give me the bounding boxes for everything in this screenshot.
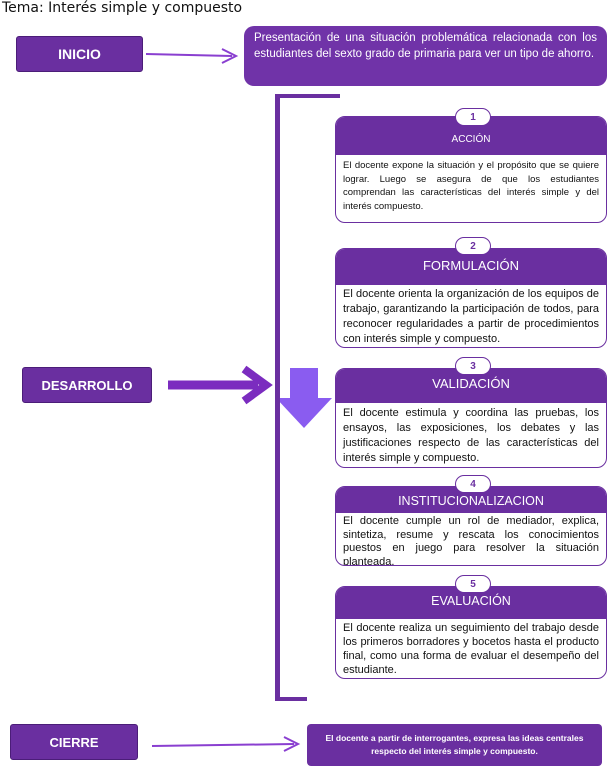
page-title: Tema: Interés simple y compuesto xyxy=(2,0,243,16)
stage-text: El docente orienta la organización de lo… xyxy=(343,288,599,345)
stage-text: El docente expone la situación y el prop… xyxy=(343,160,599,212)
stage-card-evaluacion: EVALUACIÓN El docente realiza un seguimi… xyxy=(335,586,607,679)
inicio-arrow xyxy=(145,48,239,64)
bracket-top xyxy=(275,94,340,98)
stage-card-institucionalizacion: INSTITUCIONALIZACION El docente cumple u… xyxy=(335,486,607,566)
stage-text: El docente estimula y coordina las prueb… xyxy=(343,407,599,464)
stage-text: El docente realiza un seguimiento del tr… xyxy=(343,622,599,676)
stage-number-badge: 3 xyxy=(455,357,491,375)
bracket-bottom xyxy=(275,697,307,701)
bracket-line xyxy=(275,94,280,701)
stage-number-badge: 2 xyxy=(455,237,491,255)
cierre-description: El docente a partir de interrogantes, ex… xyxy=(307,724,602,766)
stage-number-badge: 4 xyxy=(455,475,491,493)
stage-card-formulacion: FORMULACIÓN El docente orienta la organi… xyxy=(335,248,607,348)
desarrollo-label: DESARROLLO xyxy=(22,367,152,403)
down-arrow-icon xyxy=(276,368,332,428)
desarrollo-arrow xyxy=(168,365,273,405)
stage-number-badge: 5 xyxy=(455,575,491,593)
stage-card-accion: ACCIÓN El docente expone la situación y … xyxy=(335,116,607,223)
stage-title: FORMULACIÓN xyxy=(336,249,606,285)
stage-card-validacion: VALIDACIÓN El docente estimula y coordin… xyxy=(335,368,607,468)
stage-number-badge: 1 xyxy=(455,108,491,126)
inicio-description: Presentación de una situación problemáti… xyxy=(244,26,607,86)
cierre-arrow xyxy=(151,736,301,752)
cierre-label: CIERRE xyxy=(10,724,138,760)
inicio-label: INICIO xyxy=(16,36,143,72)
stage-text: El docente cumple un rol de mediador, ex… xyxy=(343,515,599,566)
